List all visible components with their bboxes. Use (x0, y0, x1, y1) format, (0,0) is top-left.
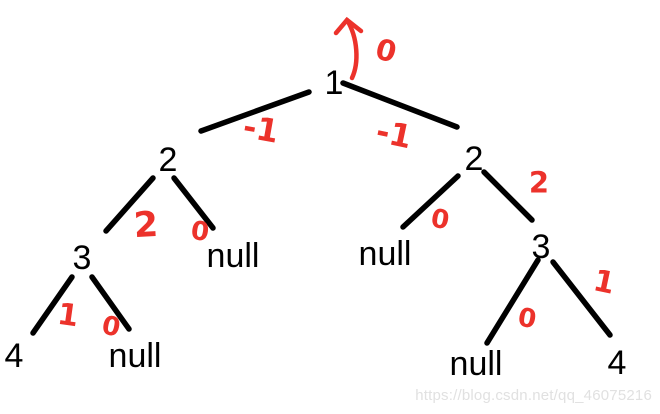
node-right-3: 3 (531, 228, 551, 266)
node-right-null-leaf: null (449, 345, 503, 383)
node-left-3: 3 (72, 239, 92, 277)
node-right-2: 2 (464, 140, 484, 178)
edge-right2-right (481, 169, 535, 223)
balance-edge-root-right: -1 (372, 111, 416, 157)
up-arrow-icon (333, 16, 364, 81)
balance-edge-right2-right: 2 (528, 165, 550, 200)
edge-left3-right (89, 274, 132, 332)
edge-root-left (198, 89, 312, 134)
balance-edge-left2-left: 2 (132, 204, 160, 247)
node-right-4: 4 (607, 344, 627, 382)
edge-right3-right (550, 259, 613, 338)
node-left-null-inner: null (206, 237, 260, 275)
edge-right2-left (400, 173, 461, 230)
edge-root-right (340, 80, 460, 130)
balance-edge-left3-left: 1 (55, 296, 81, 335)
balance-edge-root-left: -1 (240, 107, 282, 151)
node-left-2: 2 (158, 141, 178, 179)
node-left-4: 4 (4, 337, 24, 375)
edge-left2-right (171, 175, 216, 231)
node-left-null-leaf: null (108, 337, 162, 375)
node-root-1: 1 (324, 64, 344, 102)
edge-right3-left (484, 257, 541, 346)
node-right-null-inner: null (358, 235, 412, 273)
edge-left2-left (103, 175, 156, 234)
csdn-watermark: https://blog.csdn.net/qq_46075216 (415, 387, 652, 404)
balance-edge-left2-right: 0 (188, 215, 212, 249)
edge-left3-left (30, 274, 75, 336)
